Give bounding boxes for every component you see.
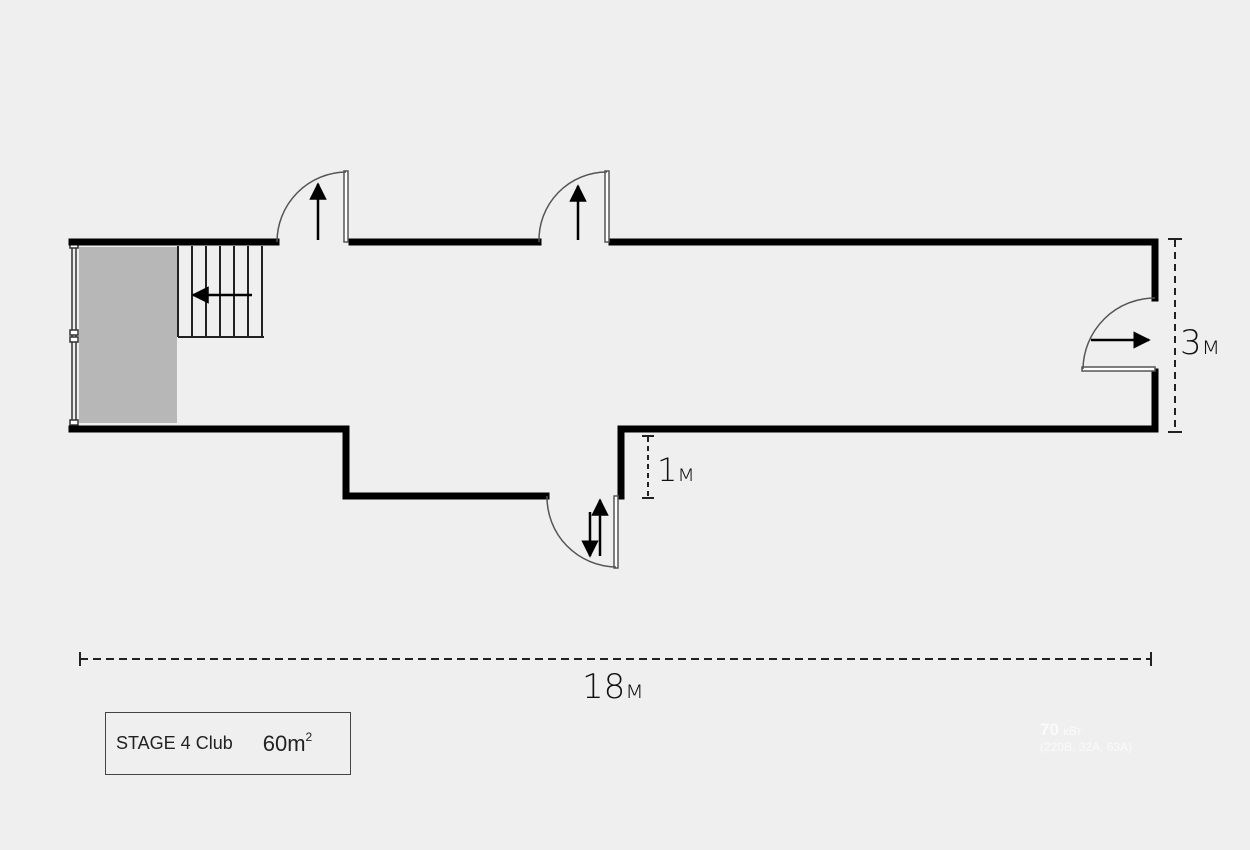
area-exponent: 2 <box>305 730 313 744</box>
area-value: 60m <box>262 731 306 756</box>
dimension-unit: м <box>625 675 644 704</box>
dimension-value: 3 <box>1180 323 1202 363</box>
stage-area <box>79 247 177 423</box>
venue-area: 60m2 <box>263 730 312 757</box>
door-1 <box>276 170 349 243</box>
dimension-unit: м <box>1201 331 1221 360</box>
door-4 <box>546 495 619 569</box>
dim-line-width <box>1168 238 1182 433</box>
arrow-up-down-icon <box>581 498 609 558</box>
dimension-label-depth: 1м <box>657 454 695 486</box>
dimension-label-length: 18м <box>582 670 644 704</box>
stairs <box>177 246 264 338</box>
dimension-unit: м <box>677 461 695 487</box>
legend-box: STAGE 4 Club 60m2 <box>105 712 351 775</box>
stage-railing <box>69 242 79 426</box>
dimension-value: 1 <box>657 451 678 489</box>
power-value: 70 <box>1040 720 1059 739</box>
power-unit: кВт <box>1063 724 1082 738</box>
dimension-label-width: 3м <box>1180 326 1220 360</box>
dim-line-depth <box>642 435 654 499</box>
door-3 <box>1081 297 1156 372</box>
power-info: 70 кВт (220В, 32А, 63А) <box>1040 720 1132 755</box>
dimension-value: 18 <box>582 667 626 707</box>
dim-line-length <box>79 652 1152 666</box>
door-2 <box>538 170 610 243</box>
power-spec: (220В, 32А, 63А) <box>1040 740 1133 755</box>
venue-name: STAGE 4 Club <box>116 733 233 753</box>
walls <box>68 238 1159 500</box>
